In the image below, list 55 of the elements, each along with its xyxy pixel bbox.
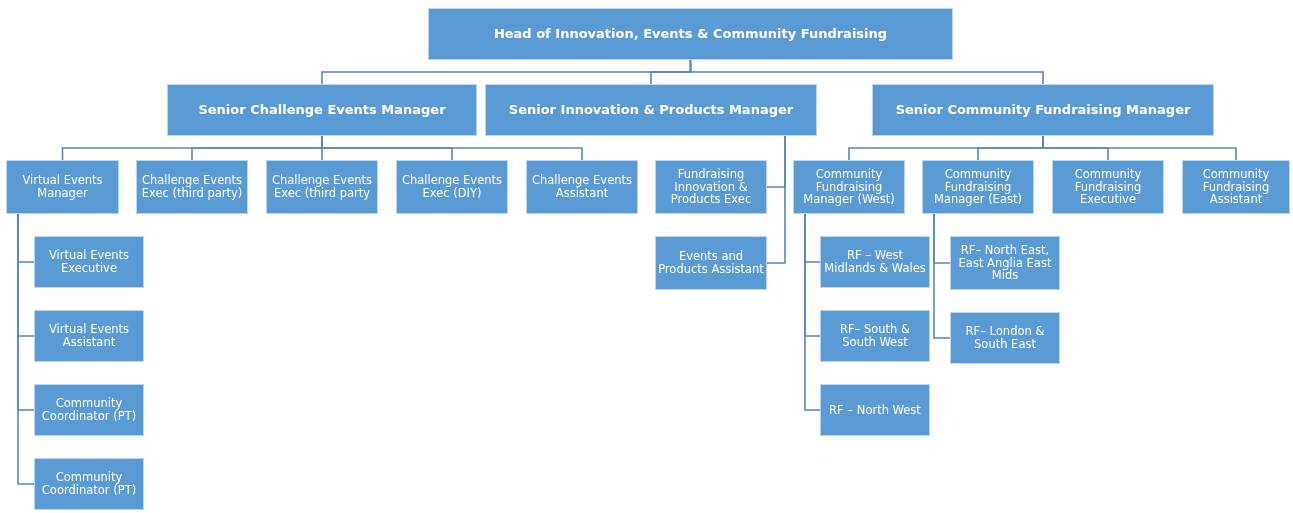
- role-title: RF – West Midlands & Wales: [823, 249, 927, 275]
- role-box: [1052, 160, 1164, 214]
- connector-line: [1042, 135, 1237, 161]
- connector-line: [804, 213, 821, 411]
- role-box: [820, 310, 930, 362]
- connector-line: [321, 135, 583, 161]
- connector-line: [766, 135, 786, 264]
- role-box: [266, 160, 378, 214]
- role-title: Community Coordinator (PT): [40, 471, 138, 497]
- role-title: Community Fundraising Manager (West): [802, 167, 896, 207]
- role-title: Virtual Events Assistant: [47, 323, 131, 349]
- role-title: Challenge Events Exec (third party): [140, 174, 244, 200]
- role-title: Events and Products Assistant: [658, 250, 764, 276]
- role-box: [34, 384, 144, 436]
- role-box: [950, 236, 1060, 290]
- role-title: Challenge Events Exec (third party: [270, 174, 374, 200]
- role-box: [820, 236, 930, 288]
- role-box: [793, 160, 905, 214]
- role-title: RF – North West: [829, 403, 921, 417]
- connector-line: [933, 213, 951, 339]
- role-title: Senior Challenge Events Manager: [198, 102, 446, 118]
- role-box: [396, 160, 508, 214]
- role-box: [655, 236, 767, 290]
- role-box: [820, 384, 930, 436]
- role-box: [167, 84, 477, 136]
- role-title: Senior Innovation & Products Manager: [508, 102, 794, 118]
- role-title: Community Fundraising Assistant: [1201, 167, 1271, 207]
- role-title: Fundraising Innovation & Products Exec: [669, 167, 753, 207]
- role-box: [136, 160, 248, 214]
- role-title: RF– London & South East: [964, 325, 1046, 351]
- role-title: RF– South & South West: [838, 323, 912, 349]
- role-box: [428, 8, 953, 60]
- role-box: [485, 84, 817, 136]
- role-box: [34, 458, 144, 510]
- role-title: Virtual Events Executive: [47, 249, 131, 275]
- role-box: [34, 236, 144, 288]
- role-title: Virtual Events Manager: [21, 174, 104, 200]
- role-box: [922, 160, 1034, 214]
- role-box: [526, 160, 638, 214]
- role-box: [872, 84, 1214, 136]
- role-box: [1182, 160, 1290, 214]
- role-title: RF– North East, East Anglia East Mids: [957, 243, 1053, 283]
- role-box: [655, 160, 767, 214]
- role-title: Community Fundraising Manager (East): [933, 167, 1023, 207]
- role-box: [34, 310, 144, 362]
- connector-line: [689, 59, 1044, 85]
- role-title: Challenge Events Assistant: [530, 174, 634, 200]
- role-title: Senior Community Fundraising Manager: [895, 102, 1191, 118]
- role-title: Community Coordinator (PT): [40, 397, 138, 423]
- role-title: Challenge Events Exec (DIY): [400, 174, 504, 200]
- role-box: [950, 312, 1060, 364]
- role-title: Head of Innovation, Events & Community Fundraising: [493, 26, 888, 42]
- connector-line: [17, 213, 35, 485]
- role-box: [6, 160, 119, 214]
- role-title: Community Fundraising Executive: [1073, 167, 1143, 207]
